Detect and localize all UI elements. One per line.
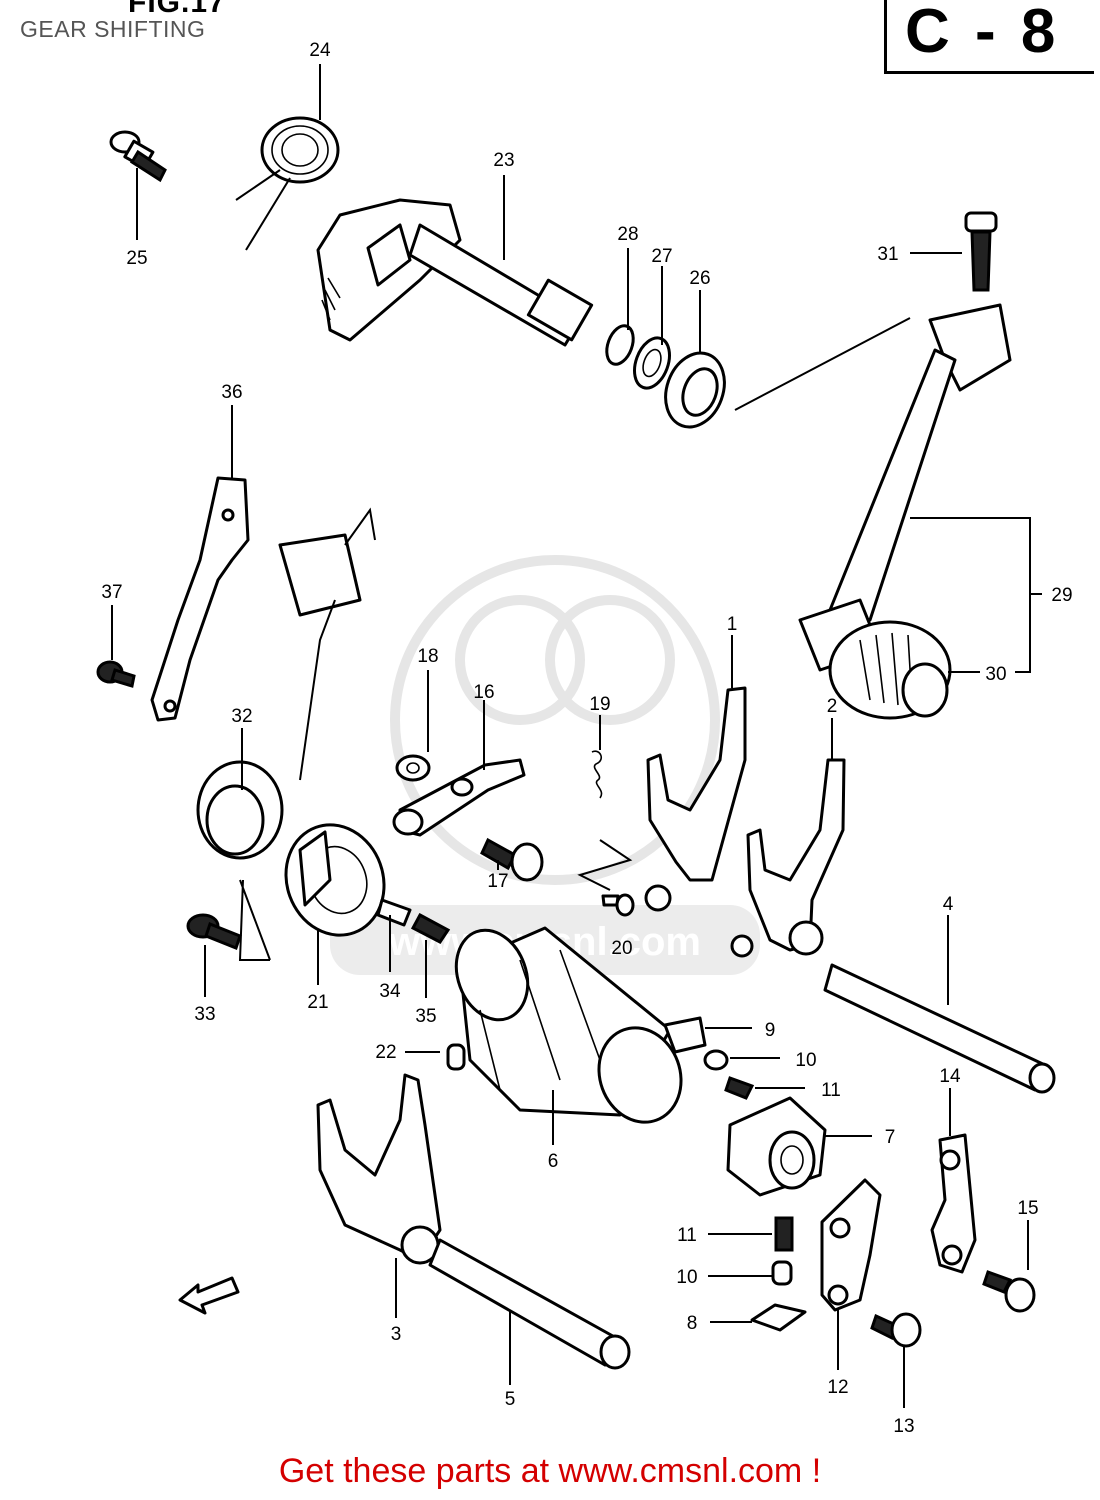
part-2-shift-fork[interactable]	[730, 758, 846, 958]
part-3-shift-fork[interactable]	[316, 1073, 442, 1265]
part-36-plate[interactable]	[150, 476, 250, 722]
callout-26: 26	[689, 268, 710, 289]
page-code: C - 8	[905, 0, 1060, 66]
callout-31: 31	[877, 244, 898, 265]
part-27-washer[interactable]	[628, 333, 676, 393]
callout-6: 6	[548, 1151, 559, 1172]
part-32-gear-position-switch[interactable]	[196, 507, 376, 961]
part-11-spring-lower[interactable]	[774, 1216, 794, 1252]
callout-17: 17	[487, 871, 508, 892]
part-25-bolt[interactable]	[109, 130, 167, 183]
callout-12: 12	[827, 1377, 848, 1398]
callout-9: 9	[765, 1020, 776, 1041]
section-label: GEAR SHIFTING	[20, 16, 206, 42]
callout-19: 19	[589, 694, 610, 715]
part-11-spring-upper[interactable]	[724, 1076, 755, 1100]
part-18-washer[interactable]	[395, 754, 431, 782]
part-35-spring[interactable]	[410, 912, 451, 944]
callout-10-upper: 10	[795, 1050, 816, 1071]
callout-22: 22	[375, 1042, 396, 1063]
callout-13: 13	[893, 1416, 914, 1437]
part-29-gearshift-lever[interactable]	[734, 303, 1012, 672]
part-37-screw[interactable]	[96, 660, 136, 688]
part-19-spring[interactable]	[591, 750, 603, 799]
part-22-pin[interactable]	[446, 1043, 466, 1071]
part-12-cam-guide-plate[interactable]	[820, 1178, 882, 1312]
callout-11-upper: 11	[821, 1080, 841, 1101]
part-17-bolt[interactable]	[480, 837, 544, 882]
callout-7: 7	[885, 1127, 896, 1148]
callout-33: 33	[194, 1004, 215, 1025]
part-31-bolt[interactable]	[964, 211, 998, 292]
page-code-box: C - 8	[884, 0, 1094, 74]
callout-2: 2	[827, 696, 838, 717]
callout-28: 28	[617, 224, 638, 245]
footer-parts-link[interactable]: Get these parts at www.cmsnl.com !	[278, 1452, 822, 1490]
part-30-lever-rubber[interactable]	[828, 620, 952, 720]
callout-24: 24	[309, 40, 331, 61]
callout-36: 36	[221, 382, 242, 403]
callout-16: 16	[473, 682, 494, 703]
part-13-screw[interactable]	[870, 1312, 922, 1348]
callout-15: 15	[1017, 1198, 1038, 1219]
callout-1: 1	[727, 614, 738, 635]
callout-25: 25	[126, 248, 147, 269]
callout-11-lower: 11	[677, 1225, 697, 1246]
part-4-fork-shaft[interactable]	[823, 963, 1056, 1094]
part-14-plate[interactable]	[930, 1133, 977, 1274]
callout-30: 30	[985, 664, 1006, 685]
callout-23: 23	[493, 150, 514, 171]
part-5-fork-shaft[interactable]	[428, 1238, 631, 1370]
callout-20: 20	[611, 938, 632, 959]
part-15-screw[interactable]	[982, 1270, 1036, 1313]
callout-27: 27	[651, 246, 672, 267]
callout-37: 37	[101, 582, 122, 603]
callout-18: 18	[417, 646, 438, 667]
callout-5: 5	[505, 1389, 516, 1410]
callout-29: 29	[1051, 585, 1072, 606]
callout-21: 21	[307, 992, 328, 1013]
part-28-circlip[interactable]	[602, 322, 638, 368]
part-10-pin-upper[interactable]	[703, 1049, 729, 1071]
part-6-gearshift-cam[interactable]	[444, 920, 694, 1134]
exploded-view-diagram: www.cmsnl.com	[96, 40, 1073, 1437]
callout-labels: 1 2 3 4 5 6 7 8 9 10 10 11 11 12 13 14 1…	[101, 40, 1072, 1437]
part-7-cam-driven-gear[interactable]	[726, 1096, 827, 1197]
part-24-spring[interactable]	[235, 116, 340, 251]
callout-34: 34	[379, 981, 401, 1002]
part-23-gearshift-shaft[interactable]	[316, 198, 594, 347]
part-10-pin-lower[interactable]	[771, 1260, 793, 1286]
callout-4: 4	[943, 894, 954, 915]
callout-32: 32	[231, 706, 252, 727]
part-33-screw[interactable]	[186, 913, 242, 950]
front-direction-arrow-icon	[178, 1276, 240, 1315]
part-26-oil-seal[interactable]	[656, 345, 735, 436]
callout-8: 8	[687, 1313, 698, 1334]
leader-lines	[111, 64, 1042, 1408]
part-20-pin[interactable]	[577, 839, 635, 917]
part-9-cam-guide[interactable]	[663, 1016, 707, 1054]
callout-3: 3	[391, 1324, 402, 1345]
callout-10-lower: 10	[676, 1267, 697, 1288]
part-34-pin[interactable]	[376, 898, 412, 927]
figure-title: FIG.17	[128, 0, 226, 19]
part-21-cam-plate[interactable]	[271, 811, 400, 949]
part-16-cam-stopper[interactable]	[392, 758, 526, 837]
callout-35: 35	[415, 1006, 436, 1027]
part-1-shift-fork[interactable]	[644, 686, 747, 912]
part-8-cam-guide[interactable]	[750, 1303, 807, 1332]
callout-14: 14	[939, 1066, 961, 1087]
